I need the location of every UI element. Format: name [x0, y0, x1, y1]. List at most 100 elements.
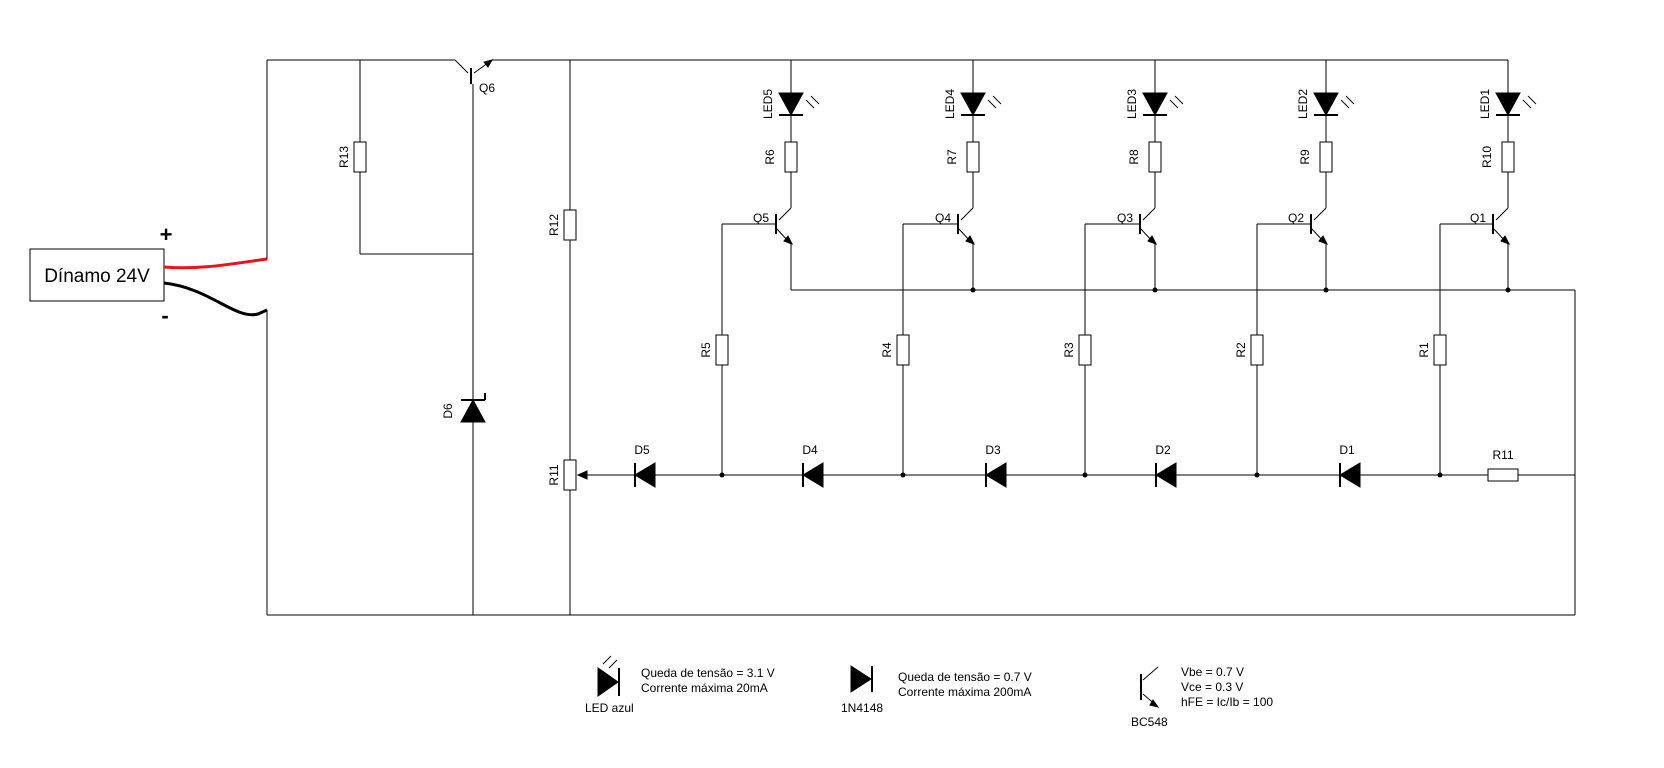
stage-4-diode-label: D1 — [1339, 443, 1355, 457]
series-resistor-r11: R11 — [1487, 448, 1519, 482]
legend-diode: 1N4148 Queda de tensão = 0.7 V Corrente … — [841, 665, 1032, 715]
legend-led-line2: Corrente máxima 20mA — [641, 681, 768, 695]
stage-3-emitter-dot — [1323, 287, 1329, 293]
stage-4-led-ray-2 — [1527, 95, 1537, 105]
legend-transistor-name: BC548 — [1131, 715, 1168, 729]
stage-4-base-resistor-label: R1 — [1417, 342, 1431, 358]
legend-transistor-line1: Vbe = 0.7 V — [1181, 665, 1244, 679]
stage-0-transistor-label: Q5 — [753, 211, 769, 225]
stage-4-led-ray-1 — [1522, 99, 1532, 109]
stage-2-diode-icon — [985, 462, 1007, 488]
stage-3-base-resistor — [1250, 334, 1264, 366]
stage-1-emitter-arrow — [965, 235, 976, 245]
stage-2-base-resistor — [1078, 334, 1092, 366]
stage-4-led-icon — [1495, 92, 1521, 117]
stage-0-collector-resistor — [784, 141, 798, 173]
stage-1-led-ray-2 — [992, 95, 1002, 105]
stage-1-collector-resistor-label: R7 — [945, 149, 959, 165]
stage-3-collector-lead — [1313, 207, 1327, 221]
stage-2-collector-resistor — [1148, 141, 1162, 173]
stage-1-led-ray-1 — [987, 99, 997, 109]
minus-sign: - — [161, 303, 168, 328]
stage-1-diode-icon — [802, 462, 824, 488]
legend-diode-line2: Corrente máxima 200mA — [898, 685, 1031, 699]
stage-0-base-resistor-label: R5 — [699, 342, 713, 358]
stage-2-diode-label: D3 — [985, 443, 1001, 457]
stage-3-diode-icon — [1155, 462, 1177, 488]
stage-3-led-ray-2 — [1345, 95, 1355, 105]
stage-0-led-icon — [778, 92, 804, 117]
negative-wire — [163, 281, 268, 317]
stage-1-junction-dot — [900, 472, 906, 478]
stage-2-transistor-label: Q3 — [1117, 211, 1133, 225]
stage-0-led-ray-2 — [810, 95, 820, 105]
stage-4-collector-lead — [1495, 207, 1509, 221]
d6-label: D6 — [441, 403, 455, 419]
r12-label: R12 — [547, 214, 561, 236]
stage-2-emitter-dot — [1152, 287, 1158, 293]
stage-1-base-resistor — [896, 334, 910, 366]
stage-0-junction-dot — [719, 472, 725, 478]
stage-0-emitter-arrow — [783, 235, 794, 245]
stage-4-led-label: LED1 — [1478, 89, 1492, 119]
dynamo-source: Dínamo 24V + - — [29, 222, 268, 328]
legend: LED azul Queda de tensão = 3.1 V Corrent… — [585, 655, 1273, 729]
q6-label: Q6 — [479, 81, 495, 95]
stage-3-transistor-label: Q2 — [1288, 211, 1304, 225]
legend-led-name: LED azul — [585, 701, 634, 715]
stage-1-emitter-dot — [970, 287, 976, 293]
stage-0-led-label: LED5 — [761, 89, 775, 119]
stage-2-led-icon — [1142, 92, 1168, 117]
stage-1-base-resistor-label: R4 — [880, 342, 894, 358]
stage-3-collector-resistor-label: R9 — [1298, 149, 1312, 165]
stage-4-collector-resistor-label: R10 — [1480, 146, 1494, 168]
stage-0-diode-icon — [634, 462, 656, 488]
positive-wire — [163, 257, 268, 270]
stage-0-base-resistor — [715, 334, 729, 366]
legend-transistor-line2: Vce = 0.3 V — [1181, 680, 1243, 694]
legend-led: LED azul Queda de tensão = 3.1 V Corrent… — [585, 655, 775, 715]
legend-diode-name: 1N4148 — [841, 701, 883, 715]
stage-1-transistor-label: Q4 — [935, 211, 951, 225]
stage-4-diode-icon — [1339, 462, 1361, 488]
stage-4-junction-dot — [1437, 472, 1443, 478]
stage-0-diode-label: D5 — [634, 443, 650, 457]
r11-pot-label: R11 — [547, 464, 561, 485]
stage-1-led-icon — [960, 92, 986, 117]
zener-d6: D6 — [441, 393, 486, 423]
stage-2-led-ray-2 — [1174, 95, 1184, 105]
stage-4-base-resistor — [1433, 334, 1447, 366]
stage-4-emitter-dot — [1505, 287, 1511, 293]
stage-2-collector-lead — [1142, 207, 1156, 221]
stage-3-base-resistor-label: R2 — [1234, 342, 1248, 358]
stage-2-base-resistor-label: R3 — [1062, 342, 1076, 358]
stage-3-led-label: LED2 — [1296, 89, 1310, 119]
stage-1-diode-label: D4 — [802, 443, 818, 457]
stage-3-led-icon — [1313, 92, 1339, 117]
plus-sign: + — [160, 222, 173, 247]
stage-3-junction-dot — [1254, 472, 1260, 478]
stage-0-collector-lead — [778, 207, 792, 221]
stage-2-emitter-arrow — [1147, 235, 1158, 245]
led-stages: LED5R6Q5R5D5LED4R7Q4R4D4LED3R8Q3R3D3LED2… — [634, 60, 1537, 488]
legend-transistor: BC548 Vbe = 0.7 V Vce = 0.3 V hFE = Ic/I… — [1131, 665, 1273, 729]
stage-1-collector-resistor — [966, 141, 980, 173]
stage-2-collector-resistor-label: R8 — [1127, 149, 1141, 165]
legend-transistor-line3: hFE = Ic/Ib = 100 — [1181, 695, 1273, 709]
stage-4-transistor-label: Q1 — [1470, 211, 1486, 225]
dynamo-label: Dínamo 24V — [44, 266, 150, 287]
stage-2-led-ray-1 — [1169, 99, 1179, 109]
stage-3-collector-resistor — [1319, 141, 1333, 173]
legend-led-line1: Queda de tensão = 3.1 V — [641, 666, 775, 680]
stage-1-collector-lead — [960, 207, 974, 221]
stage-1-led-label: LED4 — [943, 89, 957, 119]
stage-4-emitter-arrow — [1500, 235, 1511, 245]
stage-3-diode-label: D2 — [1155, 443, 1171, 457]
stage-4-collector-resistor — [1501, 141, 1515, 173]
stage-2-junction-dot — [1082, 472, 1088, 478]
main-wiring — [266, 59, 1576, 616]
stage-0-led-ray-1 — [805, 99, 815, 109]
stage-0-collector-resistor-label: R6 — [763, 149, 777, 165]
legend-diode-line1: Queda de tensão = 0.7 V — [898, 670, 1032, 684]
